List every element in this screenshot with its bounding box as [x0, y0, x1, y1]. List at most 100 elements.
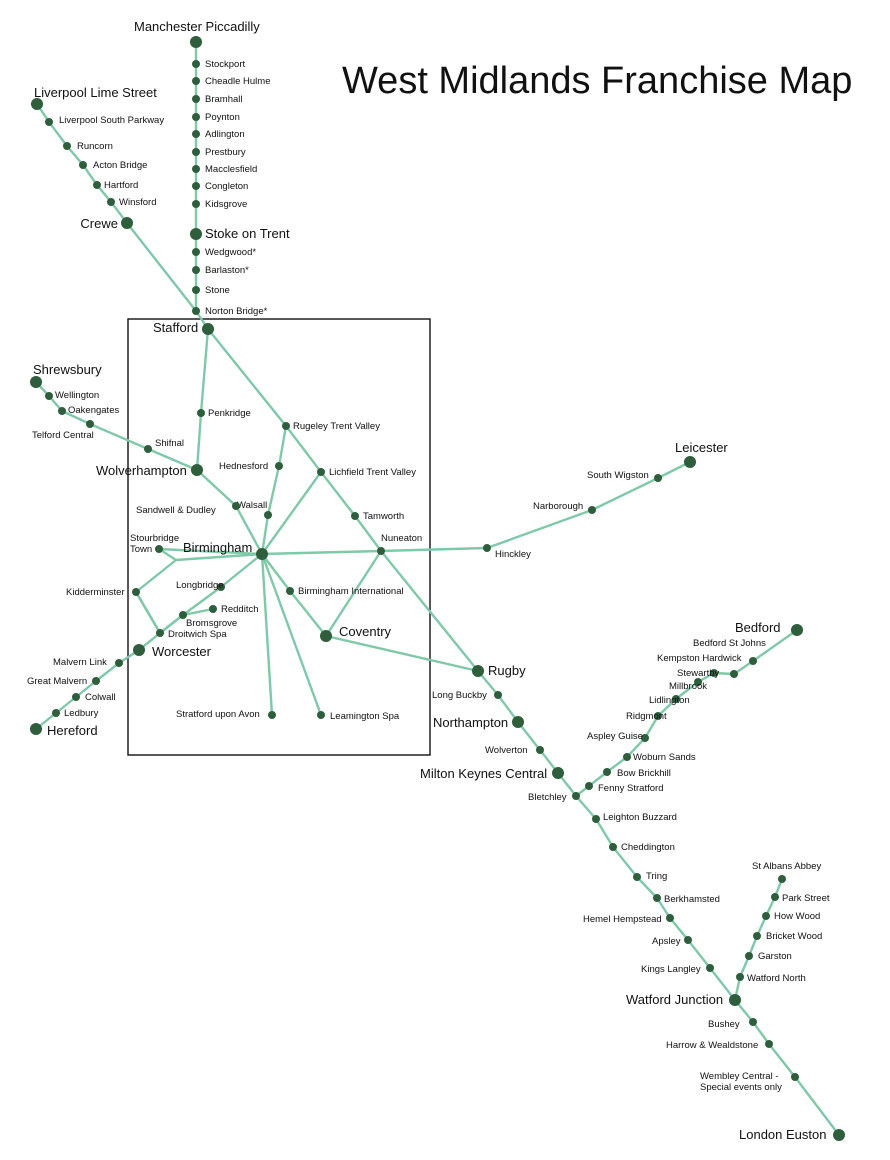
track-segment	[61, 409, 91, 426]
track-segment	[89, 422, 149, 451]
station-marker-woburnsands	[623, 753, 631, 761]
station-marker-wedgwood	[192, 248, 200, 256]
station-marker-wellington	[45, 392, 53, 400]
station-label-kidsgrove: Kidsgrove	[205, 199, 247, 210]
track-segment	[182, 607, 214, 617]
station-marker-redditch	[209, 605, 217, 613]
track-segment	[575, 795, 597, 820]
track-segment	[135, 559, 177, 593]
station-marker-cheadle	[192, 77, 200, 85]
station-label-berkhamsted: Berkhamsted	[664, 894, 720, 905]
station-label-narborough: Narborough	[533, 501, 583, 512]
station-label-hinckley: Hinckley	[495, 549, 531, 560]
station-marker-bletchley	[572, 792, 580, 800]
station-marker-northampton	[512, 716, 524, 728]
station-marker-leightonbuzzard	[592, 815, 600, 823]
track-segment	[289, 590, 327, 637]
station-label-stalbansabbey: St Albans Abbey	[752, 861, 821, 872]
station-marker-ridgmont	[654, 712, 662, 720]
station-marker-rugby	[472, 665, 484, 677]
station-marker-poynton	[192, 113, 200, 121]
station-marker-hednesford	[275, 462, 283, 470]
station-marker-tamworth	[351, 512, 359, 520]
station-label-rugby: Rugby	[488, 663, 526, 678]
station-label-fennystratford: Fenny Stratford	[598, 783, 663, 794]
track-segment	[486, 508, 593, 550]
station-label-northampton: Northampton	[433, 715, 508, 730]
station-label-adlington: Adlington	[205, 129, 245, 140]
station-label-parkstreet: Park Street	[782, 893, 830, 904]
track-segment	[66, 145, 84, 166]
track-segment	[55, 696, 77, 714]
track-segment	[794, 1076, 840, 1136]
station-label-actonbridge: Acton Bridge	[93, 160, 147, 171]
station-label-millbrook: Millbrook	[669, 681, 707, 692]
track-segment	[207, 328, 287, 427]
station-label-woburnsands: Woburn Sands	[633, 752, 696, 763]
station-label-hednesford: Hednesford	[219, 461, 268, 472]
track-segment	[95, 662, 120, 682]
station-marker-berkhamsted	[653, 894, 661, 902]
station-label-howwood: How Wood	[774, 911, 820, 922]
station-marker-sandwell	[232, 502, 240, 510]
station-marker-kidderminster	[132, 588, 140, 596]
station-label-droitwich: Droitwich Spa	[168, 629, 227, 640]
station-label-shrewsbury: Shrewsbury	[33, 362, 102, 377]
station-marker-wolverton	[536, 746, 544, 754]
station-marker-apsley	[684, 936, 692, 944]
station-label-lidlington: Lidlington	[649, 695, 690, 706]
track-segment	[687, 939, 711, 969]
station-label-runcorn: Runcorn	[77, 141, 113, 152]
station-marker-lichfieldtv	[317, 468, 325, 476]
station-label-stafford: Stafford	[153, 320, 198, 335]
station-marker-rugeleytv	[282, 422, 290, 430]
track-segment	[285, 425, 322, 473]
station-marker-stalbansabbey	[778, 875, 786, 883]
track-segment	[657, 698, 677, 717]
track-segment	[134, 591, 162, 634]
station-marker-longbuckby	[494, 691, 502, 699]
station-label-watfordjn: Watford Junction	[626, 992, 723, 1007]
station-label-greatmalvern: Great Malvern	[27, 676, 87, 687]
station-label-lichfieldtv: Lichfield Trent Valley	[329, 467, 416, 478]
track-segment	[260, 553, 323, 716]
track-segment	[768, 1043, 796, 1078]
station-label-longbuckby: Long Buckby	[432, 690, 487, 701]
station-label-tring: Tring	[646, 871, 667, 882]
station-marker-millbrook	[694, 678, 702, 686]
station-label-wedgwood: Wedgwood*	[205, 247, 256, 258]
station-marker-malvernlink	[115, 659, 123, 667]
station-label-nuneaton: Nuneaton	[381, 533, 422, 544]
station-label-coventry: Coventry	[339, 624, 392, 639]
track-segment	[260, 514, 270, 555]
station-marker-tring	[633, 873, 641, 881]
station-marker-wolverhampton	[191, 464, 203, 476]
station-marker-winsford	[107, 198, 115, 206]
track-segment	[220, 553, 263, 588]
station-label-oakengates: Oakengates	[68, 405, 119, 416]
map-title: West Midlands Franchise Map	[342, 60, 853, 102]
station-marker-harrow	[765, 1040, 773, 1048]
station-marker-bramhall	[192, 95, 200, 103]
station-label-mkc: Milton Keynes Central	[420, 766, 547, 781]
station-marker-stewartby	[710, 669, 718, 677]
station-marker-telford	[86, 420, 94, 428]
station-marker-bromsgrove	[179, 611, 187, 619]
station-label-ridgmont: Ridgmont	[626, 711, 667, 722]
track-segment	[266, 465, 281, 516]
station-label-leightonbuzzard: Leighton Buzzard	[603, 812, 677, 823]
station-label-wolverton: Wolverton	[485, 745, 528, 756]
station-label-colwall: Colwall	[85, 692, 116, 703]
track-segment	[82, 164, 98, 186]
station-marker-actonbridge	[79, 161, 87, 169]
station-marker-hartford	[93, 181, 101, 189]
station-marker-kidsgrove	[192, 200, 200, 208]
track-segment	[234, 505, 264, 555]
station-label-ledbury: Ledbury	[64, 708, 99, 719]
station-label-cheadle: Cheadle Hulme	[205, 76, 270, 87]
station-label-barlaston: Barlaston*	[205, 265, 249, 276]
station-marker-cheddington	[609, 843, 617, 851]
track-segment	[277, 425, 288, 467]
track-segment	[612, 846, 638, 878]
station-marker-worcester	[133, 644, 145, 656]
